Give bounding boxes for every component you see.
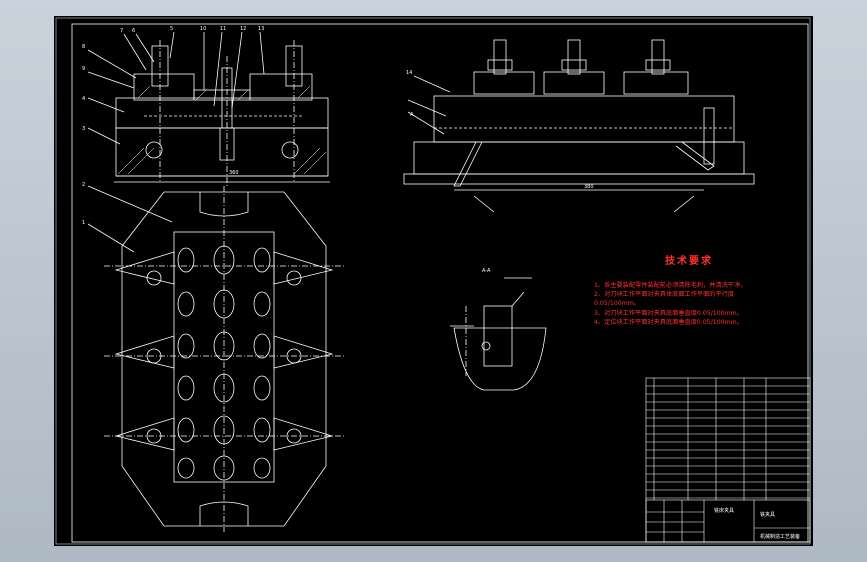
title-part-label: 铣夹具 xyxy=(760,511,775,518)
technical-requirements: 技术要求 1、各主要装配零件装配前必须清除毛刺，并清洗干净。 2、对刀块工作平面… xyxy=(594,252,814,327)
section-detail xyxy=(450,277,547,391)
label-view-a: A xyxy=(410,112,414,118)
requirement-item: 1、各主要装配零件装配前必须清除毛刺，并清洗干净。 xyxy=(594,282,747,289)
balloon-9: 9 xyxy=(82,66,85,72)
balloon-11: 11 xyxy=(220,26,226,32)
requirement-item: 0.05/100mm。 xyxy=(594,300,640,308)
balloon-4: 4 xyxy=(82,96,85,102)
requirement-item: 4、定位块工作平面对夹具底面垂直度0.05/100mm。 xyxy=(594,318,743,326)
cad-viewport[interactable]: 7 6 5 8 9 4 3 2 1 10 11 12 13 14 A 380 3… xyxy=(54,16,813,546)
clamp-levers xyxy=(114,251,334,451)
dim-380: 380 xyxy=(584,184,594,190)
side-view xyxy=(403,39,755,213)
title-drawing-name: 铣床夹具 xyxy=(714,507,734,514)
assembly-drawing: 7 6 5 8 9 4 3 2 1 10 11 12 13 14 A 380 3… xyxy=(55,17,811,545)
balloon-2: 2 xyxy=(82,182,85,188)
requirement-item: 3、对刀块工作平面对夹具底面垂直度0.05/100mm。 xyxy=(594,309,743,317)
balloon-1: 1 xyxy=(82,220,85,226)
title-company: 机械制造工艺装备 xyxy=(760,533,800,540)
requirements-title: 技术要求 xyxy=(665,256,713,267)
workpiece-row xyxy=(177,245,271,481)
drawing-border-outer xyxy=(55,17,811,545)
balloon-12: 12 xyxy=(240,26,246,32)
balloon-5: 5 xyxy=(170,26,173,32)
balloon-14: 14 xyxy=(406,70,412,76)
bom-rows xyxy=(646,385,810,499)
balloon-3: 3 xyxy=(82,126,85,132)
balloon-10: 10 xyxy=(200,26,206,32)
balloon-6: 6 xyxy=(132,28,135,34)
drawing-border-inner xyxy=(71,23,809,543)
balloon-8: 8 xyxy=(82,44,85,50)
top-view xyxy=(87,185,344,532)
front-view xyxy=(87,31,330,186)
balloon-13: 13 xyxy=(258,26,264,32)
label-section: A-A xyxy=(482,268,491,274)
balloon-7: 7 xyxy=(120,28,123,34)
dim-360: 360 xyxy=(229,170,239,176)
title-block xyxy=(645,377,811,543)
requirement-item: 2、对刀块工作平面对夹具体底面工作平面的平行度 xyxy=(594,291,735,299)
